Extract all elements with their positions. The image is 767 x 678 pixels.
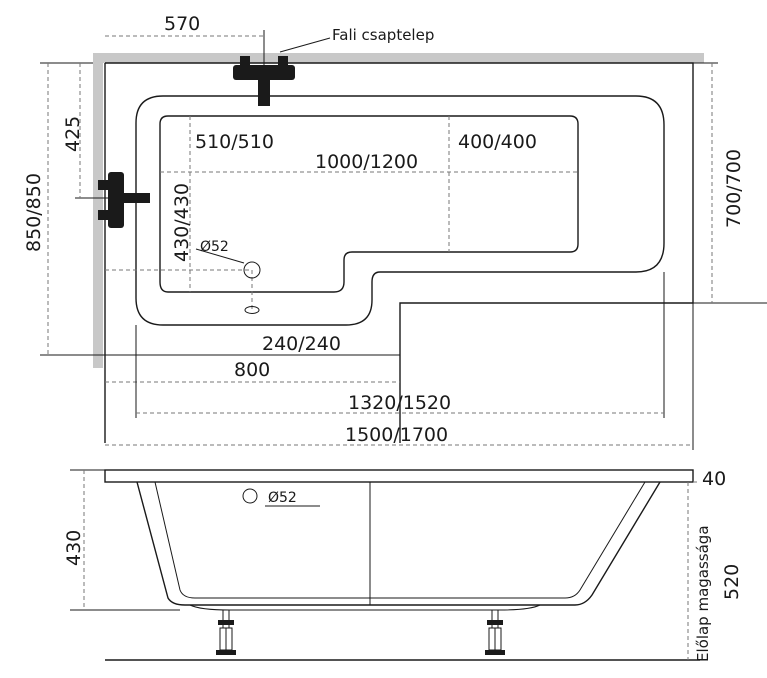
- dim-430-side-label: 430: [63, 530, 85, 566]
- side-faucet-icon: [98, 172, 150, 228]
- overflow-hole: [244, 306, 260, 314]
- drain-leader: [195, 248, 245, 264]
- drain-diameter-label: Ø52: [200, 239, 229, 255]
- tub-body-side: [136, 481, 661, 606]
- back-wall: [93, 53, 704, 63]
- tub-outer-rim: [104, 62, 694, 443]
- dim-400-label: 400/400: [458, 131, 537, 153]
- side-view: 40 Ø52 430 E: [63, 468, 743, 662]
- tub-bottom: [189, 604, 541, 611]
- dim-40-label: 40: [702, 468, 726, 490]
- faucet-label: Fali csaptelep: [332, 26, 434, 44]
- faucet-leader: [279, 37, 331, 53]
- leg-right-icon: [485, 609, 505, 655]
- leg-left-icon: [216, 609, 236, 655]
- tub-rim-outline: [135, 95, 665, 326]
- dim-800-label: 800: [234, 359, 270, 381]
- tub-basin-outline: [159, 115, 579, 293]
- tub-rim-side: [104, 469, 694, 483]
- drain-hole: [243, 261, 261, 279]
- dim-430-label: 430/430: [171, 183, 193, 262]
- dim-850-label: 850/850: [23, 173, 45, 252]
- apron-height-label: Előlap magassága: [694, 525, 712, 662]
- overflow-side: [242, 488, 258, 504]
- dim-1320-label: 1320/1520: [348, 392, 451, 414]
- tub-body-inner: [154, 481, 646, 599]
- dim-510-label: 510/510: [195, 131, 274, 153]
- dim-700-label: 700/700: [723, 149, 745, 228]
- dim-570-label: 570: [164, 13, 200, 35]
- dim-240-label: 240/240: [262, 333, 341, 355]
- top-view: 570 Fali csaptelep 425 850/850 700/700 5…: [23, 13, 767, 450]
- dim-1000-label: 1000/1200: [315, 151, 418, 173]
- dim-520-label: 520: [721, 564, 743, 600]
- drain-diameter-side-label: Ø52: [268, 490, 297, 506]
- dim-425-label: 425: [62, 116, 84, 152]
- dim-1500-label: 1500/1700: [345, 424, 448, 446]
